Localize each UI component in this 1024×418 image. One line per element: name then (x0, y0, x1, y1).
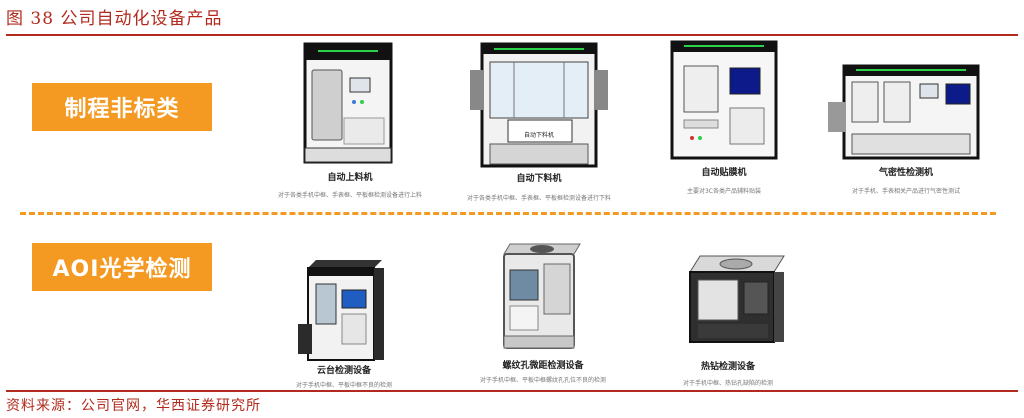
machine-desc-auto-unloader: 对于各类手机中框、手表框、平板框检测设备进行下料 (466, 195, 612, 202)
machine-label-airtightness: 气密性检测机 (878, 168, 934, 178)
machine-desc-auto-film: 主要对3C各类产品辅料贴装 (686, 188, 762, 195)
source-note: 资料来源：公司官网，华西证券研究所 (6, 398, 261, 414)
machine-label-gimbal: 云台检测设备 (316, 366, 372, 376)
hot-drill-machine-image (689, 255, 785, 343)
auto-loader-machine-image (303, 42, 393, 164)
machine-desc-gimbal: 对于手机中框、平板中框不良的检测 (295, 382, 393, 389)
bottom-rule (6, 390, 1018, 392)
machine-label-auto-unloader: 自动下料机 (516, 174, 562, 184)
section-divider (20, 212, 996, 215)
machine-desc-hot-drill: 对于手机中框、热钻孔缺陷的检测 (682, 380, 774, 387)
airtightness-machine-image (828, 64, 980, 160)
machine-screen-text: 自动下料机 (523, 132, 555, 139)
thread-hole-machine-image (503, 243, 581, 349)
page-title: 图 38 公司自动化设备产品 (6, 9, 223, 29)
machine-label-hot-drill: 热钻检测设备 (700, 362, 756, 372)
top-rule (6, 34, 1018, 36)
auto-film-machine-image (670, 40, 778, 160)
category-banner-process: 制程非标类 (32, 83, 212, 131)
machine-desc-airtightness: 对于手机、手表相关产品进行气密性测试 (851, 188, 961, 195)
machine-label-auto-loader: 自动上料机 (327, 173, 373, 183)
auto-unloader-machine-image (470, 42, 608, 168)
gimbal-inspection-machine-image (298, 260, 384, 361)
machine-desc-thread-hole: 对于手机中框、平板中框螺纹孔孔位不良的检测 (479, 377, 607, 384)
category-banner-aoi: AOI光学检测 (32, 243, 212, 291)
machine-label-auto-film: 自动贴膜机 (701, 168, 747, 178)
machine-desc-auto-loader: 对于各类手机中框、手表框、平板框检测设备进行上料 (277, 192, 423, 199)
machine-label-thread-hole: 螺纹孔微距检测设备 (502, 361, 584, 371)
